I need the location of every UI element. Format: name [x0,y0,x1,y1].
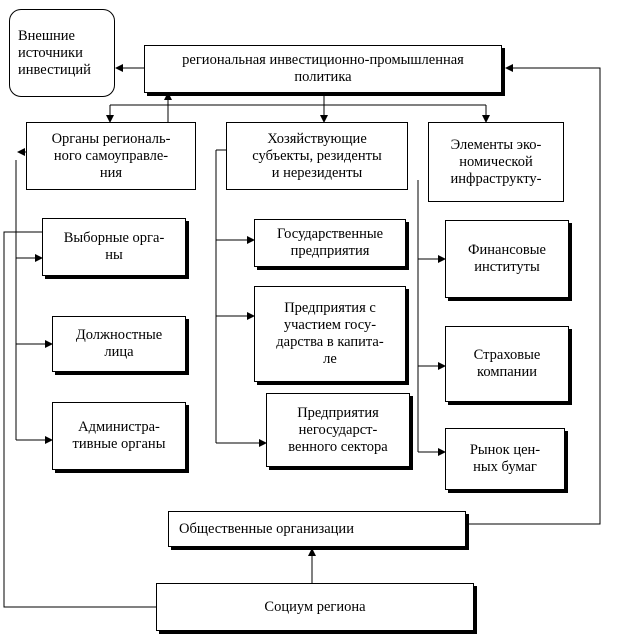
insurance-box: Страховые компании [445,326,569,402]
society-box: Социум региона [156,583,474,631]
elected-box: Выборные орга- ны [42,218,186,276]
infrastructure-label: Элементы эко- номической инфраструкту- [450,136,542,187]
mixed-enterprises-box: Предприятия с участием госу- дарства в к… [254,286,406,382]
elected-label: Выборные орга- ны [63,230,165,263]
private-enterprises-box: Предприятия негосударст- венного сектора [266,393,410,467]
policy-label: региональная инвестиционно-промышленная … [182,52,464,85]
mixed-enterprises-label: Предприятия с участием госу- дарства в к… [276,300,384,367]
admin-label: Администра- тивные органы [72,419,166,452]
entities-box: Хозяйствующие субъекты, резиденты и нере… [226,122,408,190]
securities-label: Рынок цен- ных бумаг [469,442,541,475]
officials-box: Должностные лица [52,316,186,372]
public-orgs-label: Общественные организации [179,520,354,537]
organs-label: Органы региональ- ного самоуправле- ния [51,130,171,181]
infrastructure-box: Элементы эко- номической инфраструкту- [428,122,564,202]
external-sources-box: Внешние источники инвестиций [9,9,115,97]
financial-box: Финансовые институты [445,220,569,298]
state-enterprises-box: Государственные предприятия [254,219,406,267]
admin-box: Администра- тивные органы [52,402,186,470]
society-label: Социум региона [264,598,366,615]
external-sources-label: Внешние источники инвестиций [18,27,91,78]
public-orgs-box: Общественные организации [168,511,466,547]
financial-label: Финансовые институты [468,242,546,275]
officials-label: Должностные лица [75,327,163,360]
private-enterprises-label: Предприятия негосударст- венного сектора [288,404,388,455]
arrow-public-to-policy [467,64,601,525]
insurance-label: Страховые компании [473,347,541,380]
arrow-society-to-elected [3,228,156,608]
organs-box: Органы региональ- ного самоуправле- ния [26,122,196,190]
entities-label: Хозяйствующие субъекты, резиденты и нере… [252,130,382,181]
policy-box: региональная инвестиционно-промышленная … [144,45,502,93]
state-enterprises-label: Государственные предприятия [276,226,384,259]
securities-box: Рынок цен- ных бумаг [445,428,565,490]
